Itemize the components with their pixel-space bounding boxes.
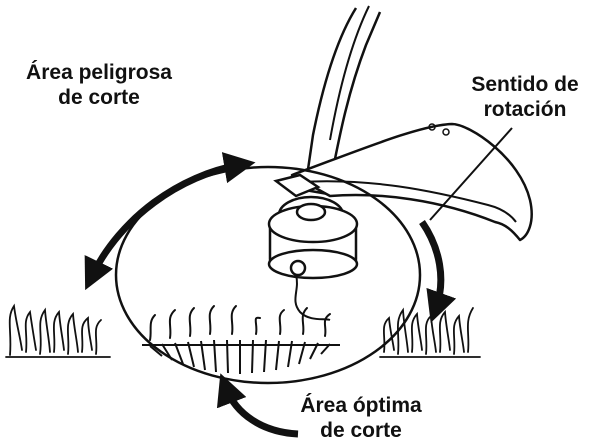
rotation-label-line1: Sentido de [455, 72, 595, 97]
grass-inner [150, 306, 330, 340]
optimal-zone-label: Área óptima de corte [286, 393, 436, 443]
rotation-direction-label: Sentido de rotación [455, 72, 595, 122]
danger-zone-label-line2: de corte [4, 85, 194, 110]
rotation-label-line2: rotación [455, 97, 595, 122]
danger-zone-label: Área peligrosa de corte [4, 60, 194, 110]
curved-double-arrow-icon [92, 165, 240, 276]
trimmer-head [269, 175, 357, 320]
optimal-zone-label-line2: de corte [286, 418, 436, 443]
optimal-zone-label-line1: Área óptima [286, 393, 436, 418]
grass-right [380, 308, 480, 357]
curved-arrow-down-icon [422, 222, 441, 308]
optimal-zone-hatching [142, 340, 340, 374]
grass-left [6, 306, 110, 357]
danger-zone-label-line1: Área peligrosa [4, 60, 194, 85]
